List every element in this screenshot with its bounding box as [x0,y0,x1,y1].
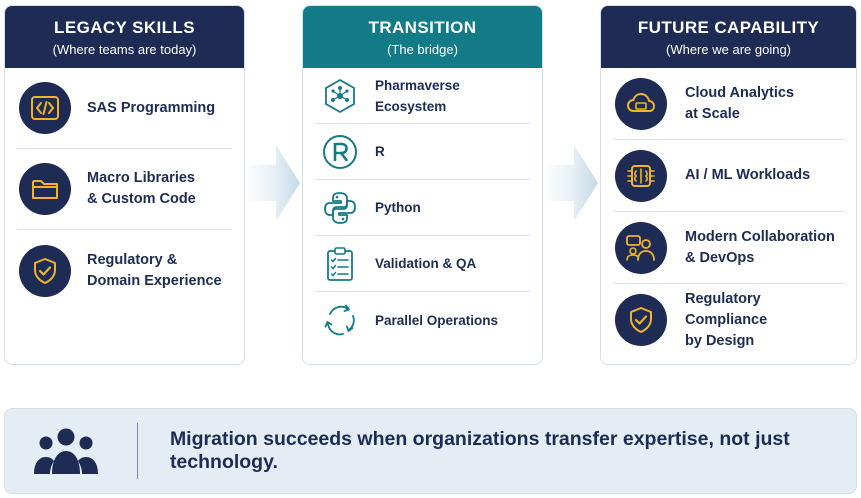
banner-divider [137,423,138,479]
shield-check-icon [615,294,667,346]
legacy-skills-subtitle: (Where teams are today) [52,41,197,57]
transition-item-label: Python [375,200,421,215]
folder-icon [19,163,71,215]
right-arrow-icon [248,145,300,221]
transition-item-r: R [315,124,530,180]
future-item-cloud: Cloud Analytics at Scale [613,68,844,140]
legacy-item-label: Macro Libraries & Custom Code [87,170,196,207]
python-logo-icon [321,189,359,227]
future-item-label: AI / ML Workloads [685,167,811,183]
future-capability-title: FUTURE CAPABILITY [637,17,820,37]
transition-item-label: Validation & QA [375,256,477,271]
transition-item-python: Python [315,180,530,236]
right-arrow-icon [546,145,598,221]
cycle-arrows-icon [321,301,359,339]
checklist-icon [321,245,359,283]
transition-subtitle: (The bridge) [387,41,458,57]
team-collaboration-icon [615,221,667,274]
transition-item-validation: Validation & QA [315,236,530,292]
future-capability-subtitle: (Where we are going) [666,41,791,57]
legacy-item-label: SAS Programming [87,99,216,116]
legacy-skills-header: LEGACY SKILLS (Where teams are today) [5,6,244,68]
legacy-item-macro: Macro Libraries & Custom Code [17,149,232,230]
future-item-label: Modern Collaboration & DevOps [685,228,835,266]
future-capability-header: FUTURE CAPABILITY (Where we are going) [601,6,856,68]
transition-item-label: R [375,144,385,159]
transition-item-parallel: Parallel Operations [315,292,530,348]
hexagon-network-icon [321,77,359,115]
future-item-compliance: Regulatory Compliance by Design [613,284,844,356]
future-item-label: Cloud Analytics at Scale [685,84,795,122]
shield-check-icon [19,244,71,297]
transition-title: TRANSITION [368,17,477,37]
cloud-icon [615,77,667,130]
legacy-skills-column: LEGACY SKILLS (Where teams are today) SA… [4,5,245,365]
legacy-skills-title: LEGACY SKILLS [54,17,195,37]
banner-message: Migration succeeds when organizations tr… [169,428,790,473]
legacy-item-regulatory: Regulatory & Domain Experience [17,230,232,311]
legacy-item-sas: SAS Programming [17,68,232,149]
future-item-collaboration: Modern Collaboration & DevOps [613,212,844,284]
transition-item-label: Pharmaverse Ecosystem [375,77,460,114]
transition-column: TRANSITION (The bridge) Pharmaverse Ecos… [302,5,543,365]
key-message-banner: Migration succeeds when organizations tr… [4,408,857,494]
transition-item-pharmaverse: Pharmaverse Ecosystem [315,68,530,124]
r-logo-icon [321,133,359,171]
people-group-icon [31,426,101,476]
transition-item-label: Parallel Operations [375,312,499,328]
future-item-aiml: AI / ML Workloads [613,140,844,212]
legacy-item-label: Regulatory & Domain Experience [87,251,222,289]
future-capability-column: FUTURE CAPABILITY (Where we are going) C… [600,5,857,365]
brain-chip-icon [615,149,667,202]
future-item-label: Regulatory Compliance by Design [685,290,768,349]
transition-header: TRANSITION (The bridge) [303,6,542,68]
code-icon [19,82,71,134]
